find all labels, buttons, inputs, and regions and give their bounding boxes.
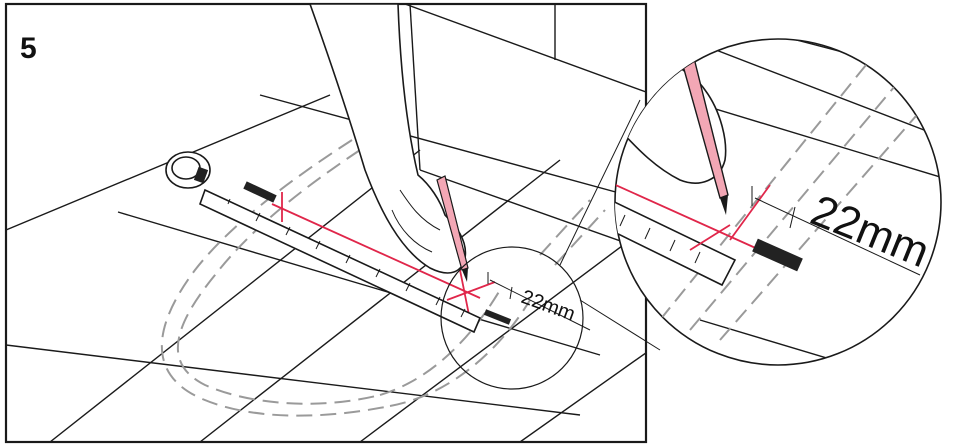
step-number: 5 xyxy=(20,32,37,65)
panel-frame xyxy=(6,4,646,442)
